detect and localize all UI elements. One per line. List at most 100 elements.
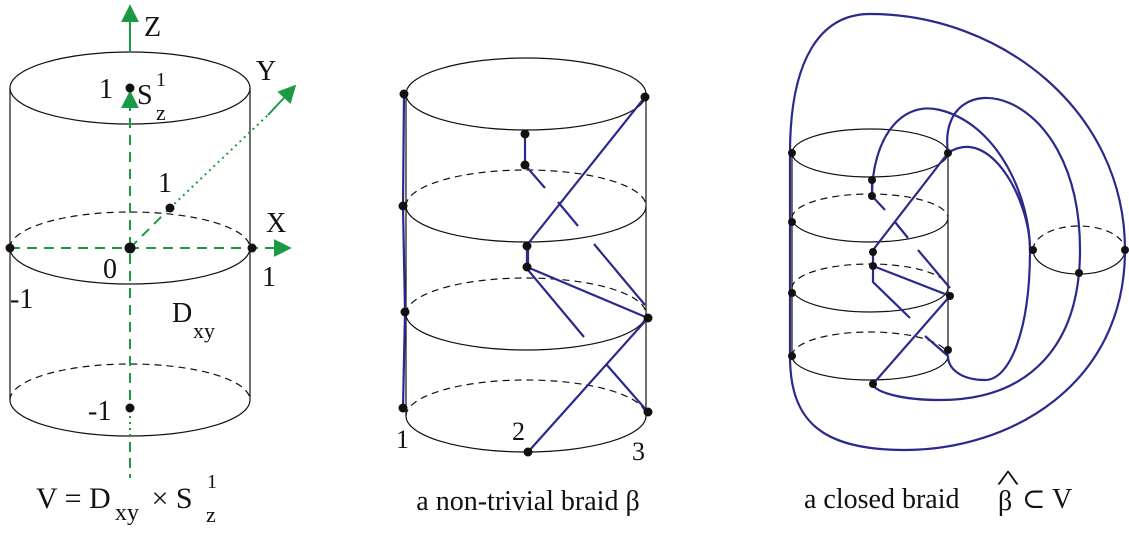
point-y-label: 1 — [158, 168, 172, 199]
middle-disk-front — [9, 247, 251, 285]
neg-z-label: -1 — [88, 396, 111, 427]
strand-under-b — [557, 201, 579, 227]
cb-pt-1 — [788, 149, 796, 157]
disk-sub: xy — [193, 318, 215, 343]
y-axis-dotted — [169, 114, 269, 209]
mid-pt-g — [643, 313, 653, 323]
cb-strand-under-d — [871, 270, 911, 319]
torus-outer-boundary — [788, 12, 1127, 452]
mid-top-circle — [405, 57, 647, 131]
circle-s-label: S — [137, 80, 153, 111]
origin-label: 0 — [103, 254, 117, 285]
cb-pt-6 — [869, 248, 877, 256]
mid-pt-a — [520, 129, 530, 139]
cb-pt-4 — [868, 192, 876, 200]
closed-braid-panel — [791, 128, 1126, 381]
y-axis-top — [267, 84, 297, 116]
circle-s-sub: z — [156, 100, 166, 125]
strand-under-d — [526, 250, 585, 338]
strand-under-e — [605, 363, 649, 413]
torus-top-circle — [791, 128, 949, 178]
right-caption: a closed braid β ^ ⊂ V — [804, 463, 1072, 517]
mid-disk1-front — [405, 205, 647, 243]
caption-times: × S — [144, 482, 193, 515]
strand-over — [525, 96, 650, 453]
braid-strands — [401, 93, 650, 453]
mid-pt-i — [643, 407, 653, 417]
mid-pt-d — [522, 241, 532, 251]
cb-pt-14 — [1121, 246, 1129, 254]
caption-v: V = D — [36, 482, 111, 515]
closed-caption-hat: ^ — [997, 463, 1020, 497]
caption-sup: 1 — [207, 471, 217, 493]
coordinate-axes — [10, 4, 297, 478]
point-y-one — [165, 203, 175, 213]
middle-labels: 1 2 3 — [396, 417, 645, 466]
mid-pt-c — [398, 201, 408, 211]
torus-outline — [788, 12, 1127, 452]
mid-bottom-front — [405, 415, 647, 453]
strand-under-c — [593, 243, 646, 306]
closure-strand-inner — [870, 107, 1032, 251]
caption-sub2: z — [206, 502, 216, 527]
caption-v-sub: xy — [115, 500, 139, 526]
cb-pt-7 — [869, 262, 877, 270]
mid-disk2-front — [405, 313, 647, 351]
point-top-label: 1 — [99, 74, 113, 105]
neg-x-label: -1 — [10, 284, 33, 315]
middle-disk-back — [9, 211, 251, 249]
point-z-neg-one — [125, 403, 135, 413]
torus-disk2-front — [791, 287, 949, 313]
axis-x-label: X — [266, 208, 286, 239]
cb-pt-15 — [1075, 269, 1083, 277]
left-points — [5, 83, 257, 413]
cb-pt-9 — [946, 292, 954, 300]
axis-y-label: Y — [256, 56, 276, 87]
y-axis-dashed — [129, 207, 171, 249]
mid-pt-f — [400, 307, 410, 317]
mid-pt-top-right — [640, 92, 650, 102]
mid-pt-top-left — [399, 89, 409, 99]
meridian-back — [1032, 225, 1126, 251]
cb-pt-2 — [944, 149, 952, 157]
mid-bottom-back — [405, 379, 647, 417]
torus-disk1-front — [791, 217, 949, 243]
mid-disk1-back — [405, 169, 647, 207]
cb-strand-under-c — [917, 249, 951, 289]
cb-pt-5 — [788, 218, 796, 226]
circle-s-sup: 1 — [156, 69, 166, 91]
cb-strand-over — [871, 152, 952, 385]
point-x-label: 1 — [262, 262, 276, 293]
cb-pt-3 — [868, 176, 876, 184]
left-labels: Z Y X 1 S 1 z 1 0 1 -1 D xy -1 — [10, 12, 286, 427]
closed-caption-suffix: ⊂ V — [1022, 484, 1072, 515]
mid-pt-j — [523, 447, 533, 457]
cb-strand-under-e — [924, 335, 949, 357]
mid-disk2-back — [405, 277, 647, 315]
strand-two-label: 2 — [512, 417, 525, 446]
strand-one-label: 1 — [396, 425, 409, 454]
cb-pt-8 — [788, 289, 796, 297]
axis-z-label: Z — [144, 12, 161, 43]
cb-pt-10 — [788, 352, 796, 360]
strand-three-label: 3 — [632, 437, 645, 466]
cb-pt-11 — [944, 346, 952, 354]
mid-pt-e — [522, 262, 532, 272]
closed-caption-beta: β — [998, 486, 1012, 517]
torus-bottom-back — [791, 331, 949, 357]
cb-strand-under-b — [894, 221, 909, 239]
mid-pt-b — [520, 160, 530, 170]
cb-pt-12 — [869, 380, 877, 388]
mid-pt-h — [398, 403, 408, 413]
left-caption: V = D xy × S 1 z — [36, 471, 217, 527]
strand-under-a — [523, 134, 546, 189]
closure-strand-outer — [871, 96, 1082, 402]
middle-points — [398, 89, 653, 457]
point-z-one — [125, 83, 135, 93]
torus-bottom-front — [791, 355, 949, 381]
bottom-circle-back — [9, 363, 251, 401]
disk-label: D — [172, 298, 192, 329]
cb-pt-13 — [1029, 246, 1037, 254]
closed-caption-prefix: a closed braid — [804, 484, 960, 515]
